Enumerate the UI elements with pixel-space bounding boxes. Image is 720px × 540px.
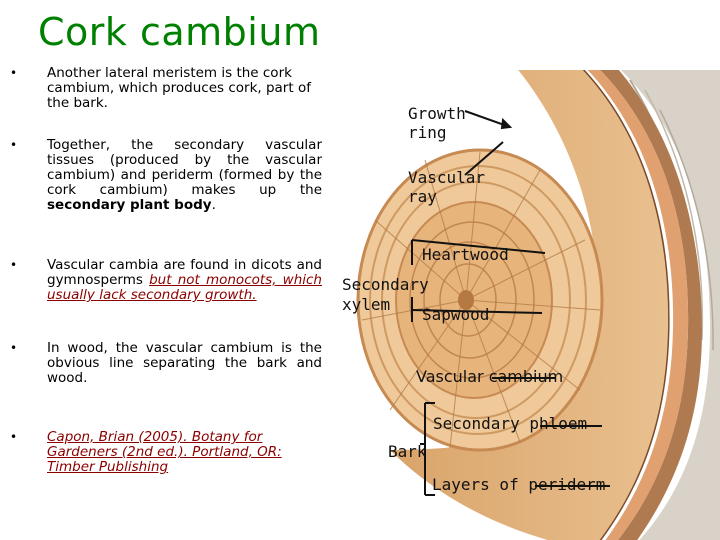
bullet-text-plain: Vascular cambia are found in dicots and … [47, 257, 322, 288]
label-sapwood: Sapwood [422, 305, 490, 324]
label-pointer-lines [411, 110, 610, 496]
bullet-text-plain: Together, the secondary vascular tissues… [47, 137, 322, 198]
label-growth-ring: Growth ring [408, 104, 466, 142]
label-layers-of-periderm: Layers of periderm [432, 475, 606, 494]
growth-ring [409, 221, 535, 379]
bullet-text: Capon, Brian (2005). Botany for Gardener… [47, 430, 322, 475]
bullet-dot-icon: • [10, 341, 18, 355]
bullet-text: Vascular cambia are found in dicots and … [47, 258, 322, 303]
bullet-dot-icon: • [10, 258, 18, 272]
label-secondary-phloem: Secondary phloem [433, 414, 588, 433]
growth-ring [423, 241, 517, 359]
bullet-dot-icon: • [10, 430, 18, 444]
label-vascular-ray: Vascular ray [408, 168, 486, 206]
bullet-text: Another lateral meristem is the cork cam… [47, 65, 311, 111]
label-heartwood: Heartwood [422, 245, 509, 264]
bullet-dot-icon: • [10, 66, 18, 80]
citation-link[interactable]: Capon, Brian (2005). Botany for Gardener… [47, 429, 282, 475]
label-vascular-cambium: Vascular cambium [416, 367, 564, 386]
slide-title: Cork cambium [38, 10, 321, 54]
growth-ring [369, 165, 587, 435]
bullet-link[interactable]: but not monocots, which usually lack sec… [47, 272, 322, 303]
tree-stem-illustration [356, 70, 720, 540]
label-secondary-xylem: Secondary xylem [342, 275, 429, 314]
growth-ring [439, 263, 497, 337]
bark-outer [620, 70, 720, 540]
label-bark: Bark [388, 442, 427, 461]
phloem-band [587, 70, 689, 540]
wood-side [390, 70, 669, 540]
bullet-text: In wood, the vascular cambium is the obv… [47, 340, 322, 386]
periderm-band [600, 70, 702, 540]
bullet-text-bold: secondary plant body [47, 197, 212, 213]
bullet-dot-icon: • [10, 138, 18, 152]
bullet-text: Together, the secondary vascular tissues… [47, 138, 322, 213]
bullet-text-end: . [211, 197, 216, 213]
growth-ring [381, 181, 571, 419]
